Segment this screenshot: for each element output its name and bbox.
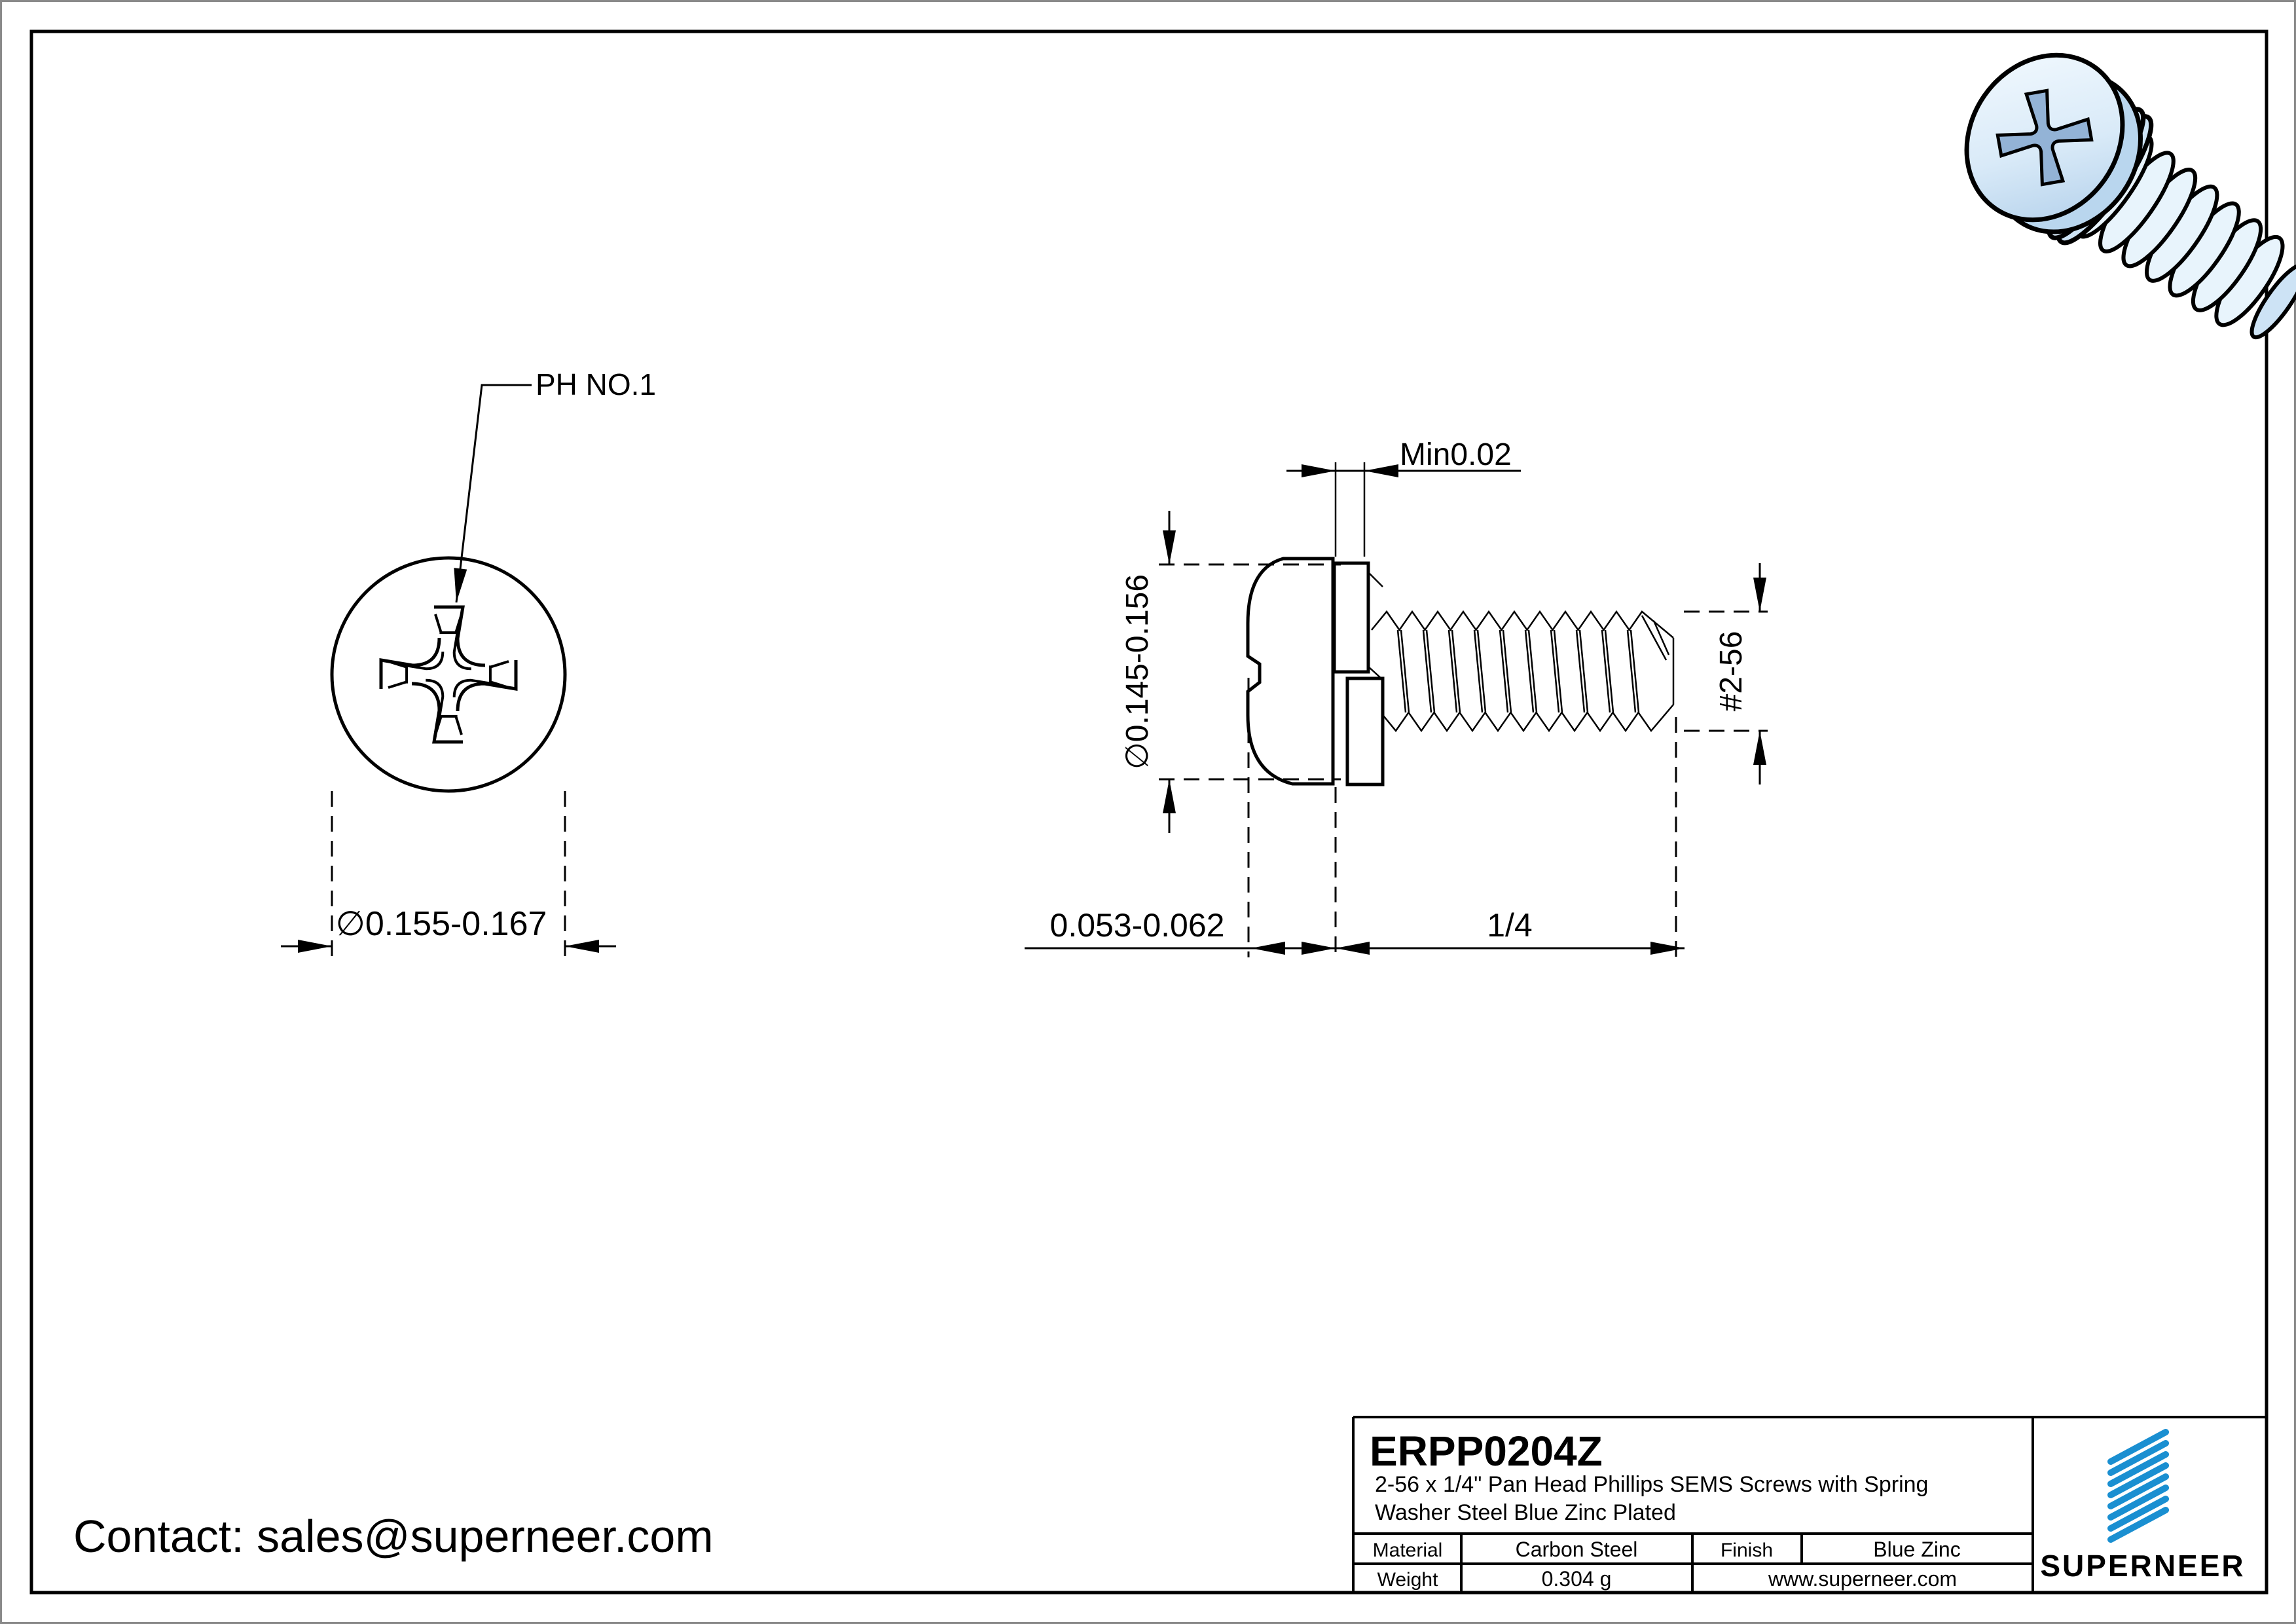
- spring-washer-back: [1332, 561, 1370, 674]
- arrowhead: [1302, 464, 1336, 477]
- render-thread-coil: [2121, 168, 2198, 268]
- arrowhead: [1753, 731, 1766, 765]
- arrowhead: [298, 940, 332, 953]
- material-label: Material: [1373, 1540, 1443, 1561]
- washer-min-label: Min0.02: [1400, 437, 1512, 472]
- arrowhead: [1650, 942, 1685, 955]
- ph-size-label: PH NO.1: [536, 367, 656, 401]
- arrowhead: [1163, 779, 1176, 813]
- arrowhead: [1251, 942, 1285, 955]
- logo-stripe: [2107, 1485, 2169, 1521]
- weight-value: 0.304 g: [1542, 1567, 1612, 1591]
- arrowhead: [1364, 464, 1398, 477]
- render-shank-tip: [2250, 263, 2296, 340]
- arrowhead: [1163, 530, 1176, 564]
- render-thread-coil: [2168, 201, 2241, 298]
- thread-profile: [1371, 610, 1675, 733]
- screw-head-circle: [330, 556, 567, 793]
- thread-size-label: #2-56: [1714, 631, 1749, 712]
- arrowhead: [1753, 578, 1766, 612]
- head-height-label: 0.053-0.062: [1050, 907, 1225, 944]
- side-view: Min0.02 ∅0.145-0.156 #2-56 0.053-0.062 1…: [1025, 437, 1768, 957]
- head-diameter-label: ∅0.155-0.167: [336, 905, 547, 943]
- dimension-arrowheads: [298, 464, 1766, 955]
- inner-drawing-frame: [29, 29, 2269, 1595]
- title-block-grid: [1352, 1416, 2267, 1593]
- arrowhead: [1336, 942, 1370, 955]
- part-number: ERPP0204Z: [1370, 1428, 1603, 1475]
- render-thread-coil: [2214, 234, 2285, 327]
- logo-stripe: [2107, 1440, 2169, 1476]
- material-value: Carbon Steel: [1516, 1538, 1638, 1561]
- length-label: 1/4: [1487, 907, 1533, 944]
- logo-stripe: [2107, 1507, 2169, 1543]
- screw-3d-render: [1964, 52, 2296, 340]
- logo-stripe: [2107, 1451, 2169, 1487]
- render-thread-coil: [2191, 218, 2263, 312]
- arrowhead: [565, 940, 599, 953]
- description-line-1: 2-56 x 1/4" Pan Head Phillips SEMS Screw…: [1375, 1472, 1928, 1497]
- logo-stripe: [2107, 1473, 2169, 1509]
- website-link[interactable]: www.superneer.com: [1768, 1567, 1957, 1591]
- superneer-logo-icon: [2107, 1429, 2169, 1543]
- arrowhead: [1302, 942, 1336, 955]
- render-phillips-cross: [1995, 88, 2094, 187]
- logo-stripe: [2107, 1496, 2169, 1532]
- logo-stripe: [2107, 1429, 2169, 1465]
- finish-label: Finish: [1721, 1540, 1773, 1561]
- pan-head-profile: [1246, 557, 1335, 786]
- front-view: PH NO.1 ∅0.155-0.167: [281, 367, 656, 957]
- spring-washer-front: [1345, 676, 1385, 786]
- ph-leader-line: [455, 384, 532, 603]
- head-od-label: ∅0.145-0.156: [1120, 574, 1155, 769]
- arrowhead: [454, 568, 467, 602]
- washer-split-lines: [1368, 572, 1383, 680]
- finish-value: Blue Zinc: [1873, 1538, 1960, 1561]
- logo-stripe: [2107, 1462, 2169, 1498]
- contact-line: Contact: sales@superneer.com: [73, 1511, 714, 1562]
- brand-wordmark: SUPERNEER: [2040, 1549, 2245, 1583]
- description-line-2: Washer Steel Blue Zinc Plated: [1375, 1500, 1676, 1525]
- phillips-recess: [381, 607, 516, 742]
- title-block: ERPP0204Z 2-56 x 1/4" Pan Head Phillips …: [1352, 1416, 2267, 1593]
- weight-label: Weight: [1377, 1569, 1438, 1591]
- render-thread-coil: [2144, 184, 2219, 283]
